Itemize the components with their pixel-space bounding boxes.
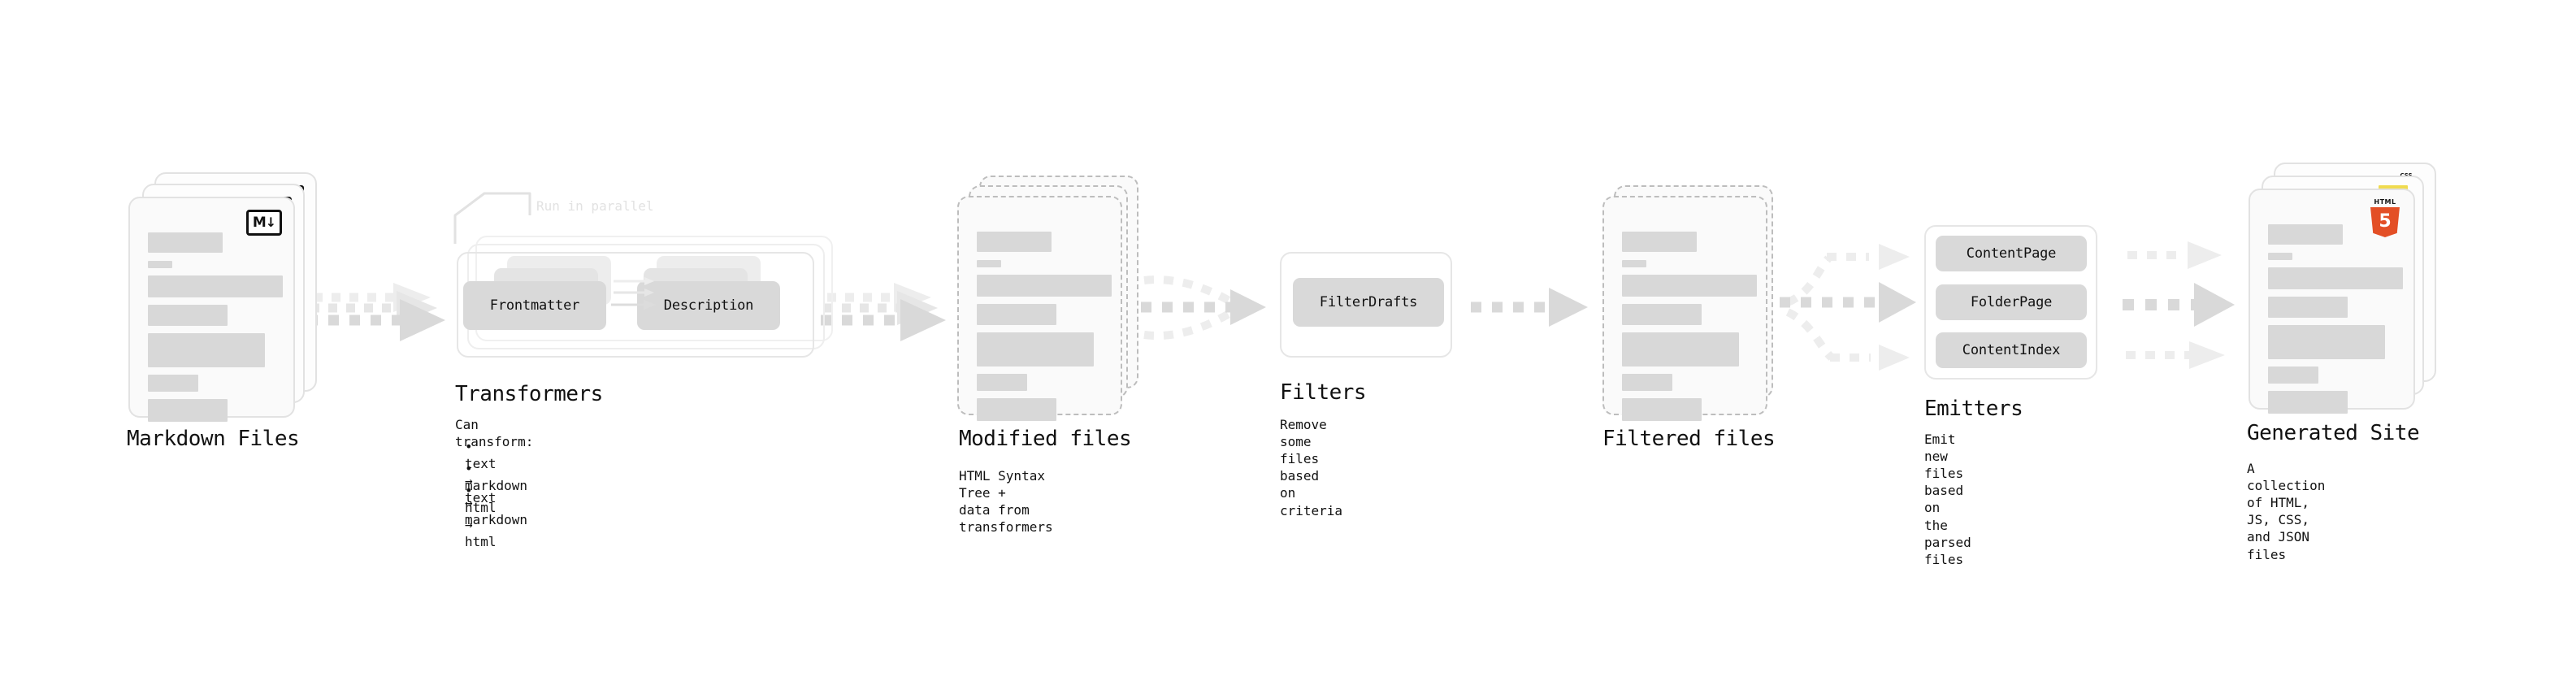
stage-title-filters: Filters: [1280, 380, 1367, 405]
arrow-filtered-to-emitters: [1780, 244, 1916, 371]
skeleton-bar: [977, 398, 1056, 421]
skeleton-bar: [1622, 332, 1739, 367]
filters-caption: Remove some files based on criteria: [1280, 417, 1343, 518]
run-in-parallel-label: Run in parallel: [536, 198, 654, 214]
stage-title-generated-site: Generated Site: [2247, 421, 2420, 445]
arrow-transformers-to-modified: [821, 283, 946, 341]
html5-shield: [2370, 207, 2400, 237]
arrow-emitters-to-site: [2123, 241, 2235, 369]
skeleton-bar: [148, 261, 172, 268]
filter-chip-filterdrafts[interactable]: FilterDrafts: [1293, 278, 1444, 327]
transformer-chip-description[interactable]: Description: [637, 281, 780, 330]
skeleton-bar: [148, 305, 228, 326]
transformers-caption: Can transform:: [455, 417, 534, 450]
skeleton-bar: [977, 304, 1056, 325]
skeleton-bar: [1622, 304, 1702, 325]
emitters-caption: Emit new files based on the parsed files: [1924, 432, 1971, 567]
skeleton-bar: [977, 232, 1052, 252]
skeleton-bar: [1622, 232, 1697, 252]
emitter-chip-contentpage[interactable]: ContentPage: [1936, 236, 2087, 271]
skeleton-bar: [148, 275, 283, 297]
arrow-filters-to-filtered: [1471, 288, 1588, 327]
generated-site-caption: A collection of HTML, JS, CSS, and JSON …: [2247, 461, 2326, 562]
stage-title-emitters: Emitters: [1924, 397, 2023, 421]
transformer-chip-frontmatter[interactable]: Frontmatter: [463, 281, 606, 330]
filtered-file-card-front: [1602, 196, 1767, 421]
skeleton-bar: [148, 232, 223, 253]
skeleton-bar: [977, 332, 1094, 367]
skeleton-bar: [977, 260, 1001, 267]
html5-label: HTML: [2374, 198, 2396, 206]
markdown-file-card-front: M↓: [128, 197, 295, 422]
stage-title-markdown-files: Markdown Files: [127, 427, 300, 451]
skeleton-bar: [1622, 374, 1672, 391]
modified-files-caption: HTML Syntax Tree + data from transformer…: [959, 468, 1053, 536]
skeleton-bar: [148, 399, 228, 422]
emitter-chip-contentindex[interactable]: ContentIndex: [1936, 332, 2087, 368]
markdown-icon: M↓: [246, 210, 282, 236]
transformers-bullet-1: • markdown → markdown: [465, 461, 528, 528]
skeleton-bar: [2268, 253, 2292, 260]
skeleton-bar: [977, 374, 1027, 391]
transformers-group-front: [457, 252, 814, 358]
stage-title-modified-files: Modified files: [959, 427, 1132, 451]
arrow-modified-to-filters: [1141, 275, 1266, 340]
skeleton-bar: [2268, 297, 2348, 318]
skeleton-bar: [1622, 260, 1646, 267]
markdown-arrow: ↓: [265, 215, 276, 230]
stage-title-filtered-files: Filtered files: [1602, 427, 1776, 451]
transformers-bullet-2: • html → html: [465, 483, 497, 550]
skeleton-bar: [1622, 398, 1702, 421]
skeleton-bar: [148, 333, 265, 367]
skeleton-bar: [2268, 224, 2343, 245]
skeleton-bar: [2268, 325, 2385, 359]
markdown-letter: M: [252, 214, 267, 231]
skeleton-bar: [2268, 367, 2318, 384]
transformers-bullet-0: • text → text: [465, 439, 497, 506]
stage-title-transformers: Transformers: [455, 382, 603, 406]
skeleton-bar: [2268, 267, 2403, 289]
modified-file-card-front: [957, 196, 1122, 421]
skeleton-bar: [2268, 391, 2348, 414]
site-file-card-html: HTML: [2249, 189, 2415, 414]
html5-icon: HTML: [2368, 198, 2402, 237]
skeleton-bar: [1622, 275, 1757, 297]
emitter-chip-folderpage[interactable]: FolderPage: [1936, 284, 2087, 320]
arrow-markdown-to-transformers: [307, 283, 445, 341]
skeleton-bar: [148, 375, 198, 392]
skeleton-bar: [977, 275, 1112, 297]
